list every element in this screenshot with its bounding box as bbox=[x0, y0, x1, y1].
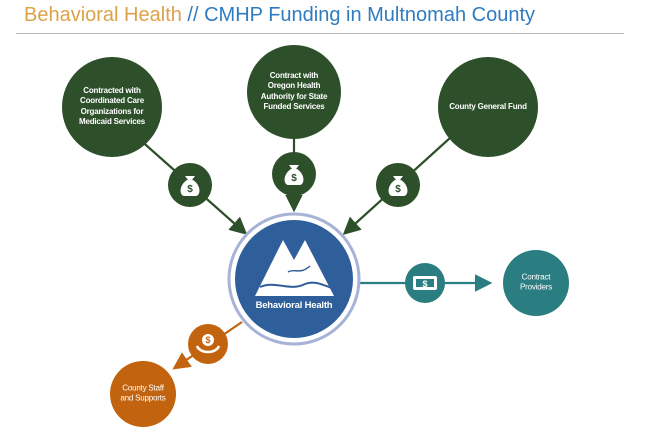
cash-icon: $ bbox=[405, 263, 445, 303]
svg-text:$: $ bbox=[422, 279, 427, 289]
money-bag-icon bbox=[376, 163, 420, 207]
hand-dollar-icon: $ bbox=[188, 324, 228, 364]
source-label: Contracted with Coordinated Care Organiz… bbox=[79, 86, 145, 127]
source-node bbox=[438, 57, 538, 157]
money-bag-icon bbox=[168, 163, 212, 207]
money-bag-icon bbox=[272, 152, 316, 196]
output-label: County Staff and Supports bbox=[120, 383, 166, 403]
center-label: Behavioral Health bbox=[255, 299, 333, 311]
source-label: County General Fund bbox=[449, 101, 527, 111]
source-node bbox=[247, 45, 341, 139]
source-label: Contract with Oregon Health Authority fo… bbox=[260, 71, 328, 112]
mountain-logo-icon bbox=[255, 240, 334, 296]
svg-text:$: $ bbox=[205, 335, 210, 345]
output-node bbox=[110, 361, 176, 427]
title-divider bbox=[16, 33, 624, 34]
source-node bbox=[62, 57, 162, 157]
output-label: Contract Providers bbox=[520, 272, 552, 292]
page-title: Behavioral Health // CMHP Funding in Mul… bbox=[24, 4, 536, 26]
output-node bbox=[503, 250, 569, 316]
